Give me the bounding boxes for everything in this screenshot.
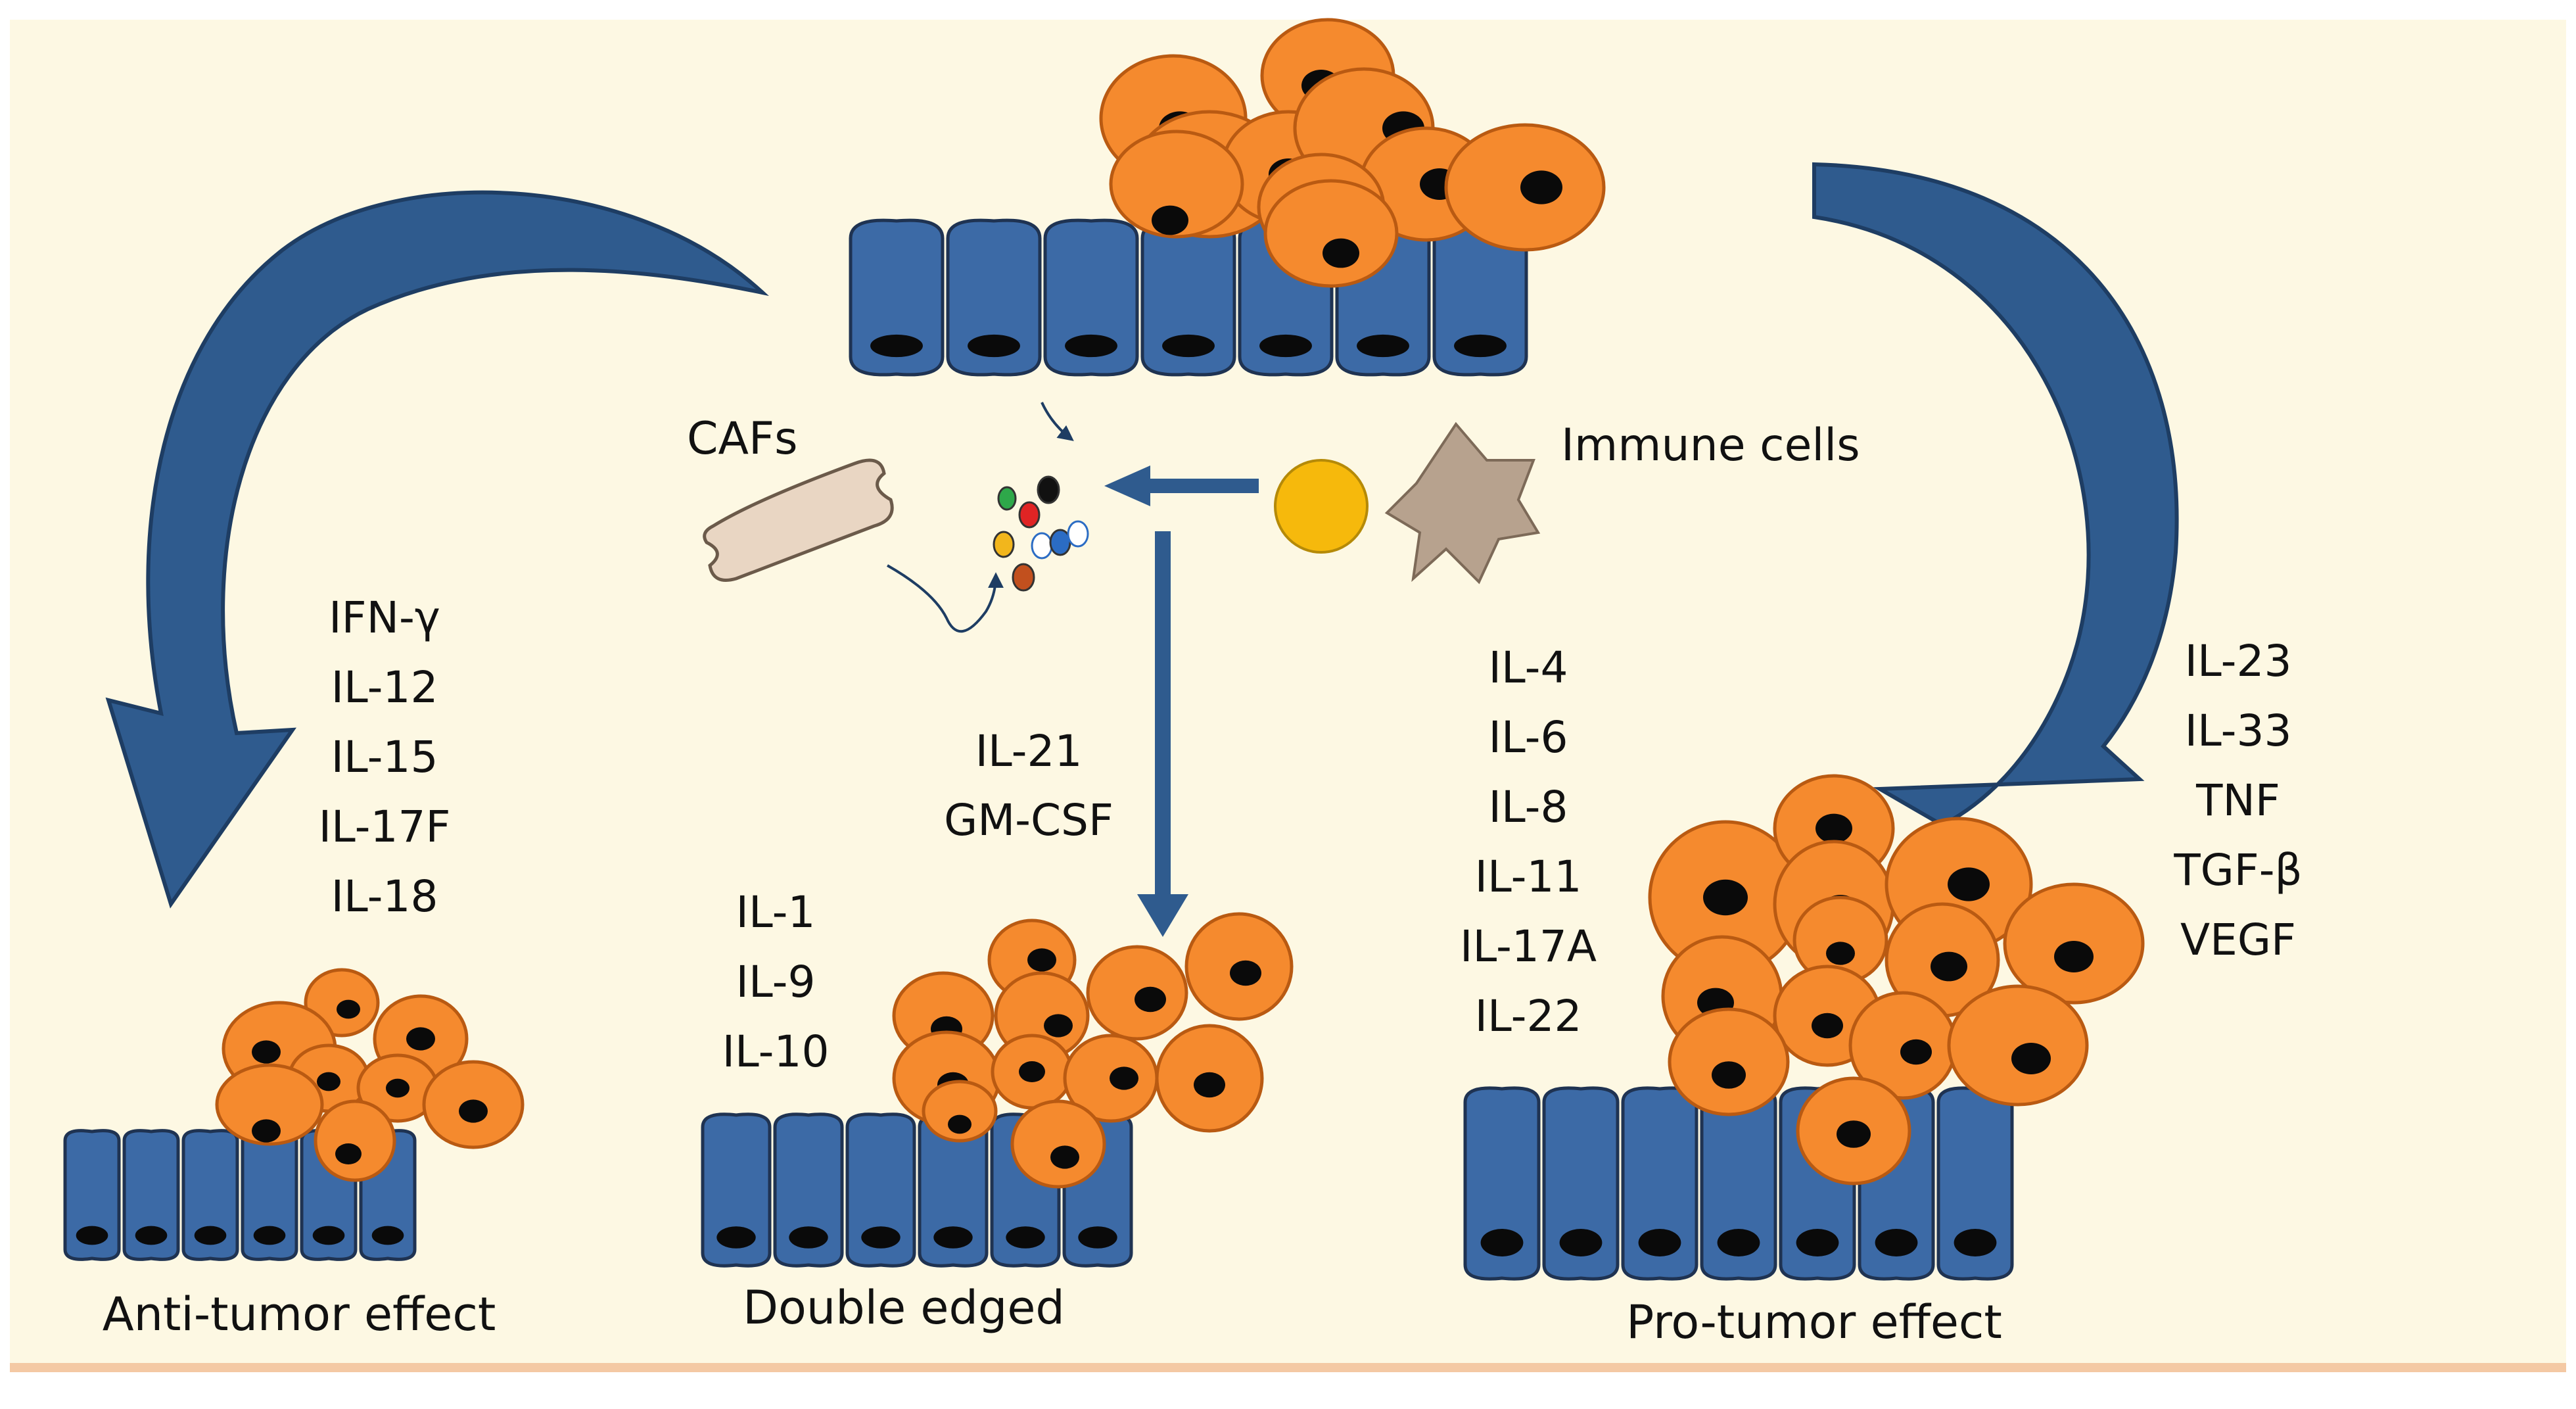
cytokine-label: IL-11 xyxy=(1475,851,1582,902)
tumor-cell-icon xyxy=(215,1063,324,1146)
cytokine-label: IL-23 xyxy=(2185,636,2292,686)
tumor-cells-pro-tumor xyxy=(1648,774,2145,1185)
cytokine-label: VEGF xyxy=(2180,915,2296,965)
cytokine-label: TNF xyxy=(2195,775,2280,826)
tumor-cell-icon xyxy=(1848,991,1957,1100)
epithelial-cell-icon xyxy=(1936,1086,2014,1281)
cytokine-label: IL-4 xyxy=(1489,642,1568,693)
bottom-frame-line xyxy=(10,1363,2566,1372)
cytokine-label: IL-8 xyxy=(1489,782,1568,832)
epithelial-cell-icon xyxy=(1542,1086,1620,1281)
epithelial-cell-icon xyxy=(1621,1086,1698,1281)
cytokine-label: IL-15 xyxy=(331,732,438,782)
epithelial-cell-icon xyxy=(946,218,1042,377)
tumor-cell-icon xyxy=(1885,902,2000,1018)
cytokine-label: IL-33 xyxy=(2185,705,2292,756)
cytokine-label: TGF-β xyxy=(2173,845,2302,896)
immune-cells-label: Immune cells xyxy=(1561,419,1860,471)
tumor-cell-icon xyxy=(1668,1007,1790,1116)
cytokine-label: GM-CSF xyxy=(944,795,1113,846)
epithelial-cell-icon xyxy=(1043,218,1139,377)
epithelium-double-edged xyxy=(701,1112,1133,1268)
tumor-cell-icon xyxy=(2003,882,2145,1005)
epithelial-cell-icon xyxy=(1700,1086,1777,1281)
cafs-label: CAFs xyxy=(687,413,798,465)
epithelial-cell-icon xyxy=(181,1129,239,1261)
tumor-cell-icon xyxy=(1155,1024,1264,1133)
tumor-to-cytokine-thin-arrow xyxy=(1041,402,1074,441)
epithelial-cell-icon xyxy=(849,218,945,377)
tumor-cell-icon xyxy=(356,1053,439,1123)
fibroblast-icon xyxy=(703,458,894,582)
lymphocyte-icon xyxy=(1274,459,1369,554)
tumor-cell-icon xyxy=(1109,130,1244,239)
tumor-cell-icon xyxy=(422,1060,525,1149)
cytokine-label: IL-10 xyxy=(722,1026,830,1077)
tumor-cells-double-edged xyxy=(892,912,1294,1189)
down-arrow-head xyxy=(1137,894,1188,937)
cytokine-label: IL-9 xyxy=(736,957,816,1007)
tumor-cell-icon xyxy=(991,1034,1073,1110)
cytokine-cluster-icon xyxy=(993,475,1089,592)
tumor-cell-icon xyxy=(314,1099,396,1182)
epithelial-cell-icon xyxy=(1432,218,1528,377)
pro-tumor-effect-label: Pro-tumor effect xyxy=(1626,1295,2002,1349)
epithelial-cell-icon xyxy=(701,1112,772,1268)
tumor-cell-icon xyxy=(1796,1076,1911,1185)
cytokine-label: IFN-γ xyxy=(329,592,440,643)
cytokine-label: IL-22 xyxy=(1475,991,1582,1041)
epithelium-pro-tumor xyxy=(1463,1086,2014,1281)
tumor-cell-icon xyxy=(1086,945,1188,1041)
cytokine-label: IL-6 xyxy=(1489,712,1568,763)
cytokine-label: IL-21 xyxy=(975,726,1083,776)
cytokine-label: IL-18 xyxy=(331,871,438,922)
anti-tumor-curved-arrow xyxy=(105,190,769,909)
tumor-cell-icon xyxy=(922,1080,998,1143)
macrophage-icon xyxy=(1384,421,1541,585)
cytokine-label: IL-1 xyxy=(736,887,816,938)
double-edged-left-cytokine-list: IL-1 IL-9 IL-10 xyxy=(722,887,830,1077)
tumor-cells-anti-tumor xyxy=(215,968,525,1182)
epithelial-cell-icon xyxy=(63,1129,121,1261)
double-edged-top-cytokine-list: IL-21 GM-CSF xyxy=(944,726,1113,846)
pro-tumor-left-cytokine-list: IL-4 IL-6 IL-8 IL-11 IL-17A IL-22 xyxy=(1460,642,1597,1041)
tumor-cells-top xyxy=(1099,18,1606,288)
epithelial-cell-icon xyxy=(845,1112,916,1268)
tumor-cell-icon xyxy=(1184,912,1294,1021)
immune-to-cytokine-arrow-shaft xyxy=(1144,479,1259,493)
tumor-cell-icon xyxy=(1263,179,1399,288)
immune-to-cytokine-arrow-head xyxy=(1104,466,1150,506)
cytokine-label: IL-17A xyxy=(1460,921,1597,972)
cytokine-label: IL-17F xyxy=(319,801,451,852)
tumor-cell-icon xyxy=(1947,984,2089,1107)
epithelial-cell-icon xyxy=(122,1129,180,1261)
double-edged-label: Double edged xyxy=(743,1281,1065,1335)
tumor-cell-icon xyxy=(1792,896,1888,985)
tumor-cell-icon xyxy=(1010,1099,1106,1189)
epithelial-cell-icon xyxy=(773,1112,844,1268)
down-arrow-shaft xyxy=(1155,531,1171,899)
cytokine-label: IL-12 xyxy=(331,662,438,713)
caf-to-cytokine-thin-arrow xyxy=(887,564,1004,633)
epithelial-cell-icon xyxy=(1463,1086,1541,1281)
pro-tumor-curved-arrow xyxy=(1812,162,2179,828)
tumor-cell-icon xyxy=(1444,123,1606,252)
anti-tumor-effect-label: Anti-tumor effect xyxy=(103,1287,496,1341)
epithelium-top xyxy=(849,218,1528,377)
epithelial-cell-icon xyxy=(1140,218,1236,377)
epithelial-cell-icon xyxy=(241,1129,298,1261)
anti-tumor-cytokine-list: IFN-γ IL-12 IL-15 IL-17F IL-18 xyxy=(319,592,451,922)
straight-arrows xyxy=(1104,466,1259,937)
pro-tumor-right-cytokine-list: IL-23 IL-33 TNF TGF-β VEGF xyxy=(2173,636,2302,965)
